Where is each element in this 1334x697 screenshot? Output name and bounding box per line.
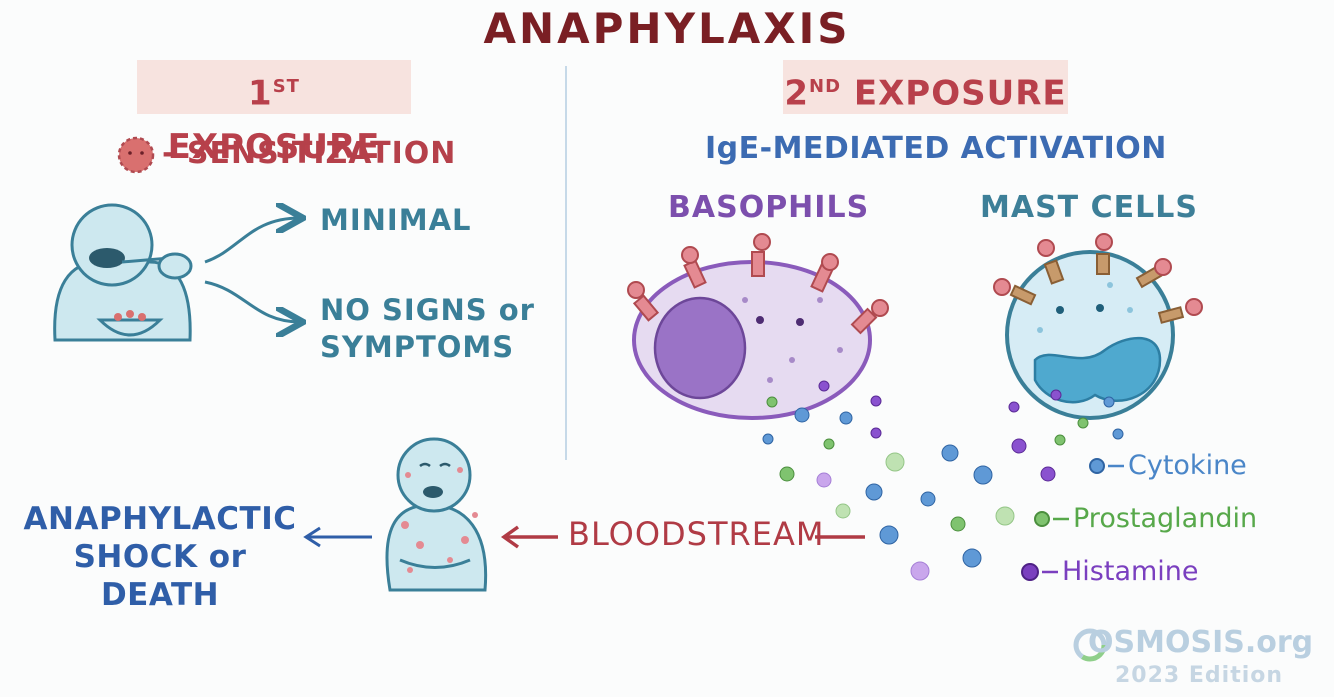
histamine-marker <box>1022 564 1038 580</box>
outcome-arrow <box>306 528 372 546</box>
basophil-cell <box>634 262 870 418</box>
sick-person-icon <box>387 439 486 590</box>
sensitization-label: - SENSITIZATION <box>162 136 456 171</box>
shock-line-2: SHOCK or DEATH <box>10 538 310 614</box>
edition-label: 2023 Edition <box>1115 663 1283 688</box>
second-exposure-label: 2ND EXPOSURE <box>783 60 1068 114</box>
second-exposure-suffix: ND <box>809 76 841 97</box>
bloodstream-arrow <box>504 527 558 547</box>
shock-line-1: ANAPHYLACTIC <box>10 500 310 538</box>
allergen-icon <box>119 138 153 172</box>
legend-cytokine: Cytokine <box>1128 450 1247 481</box>
arrow-to-no-symptoms <box>205 282 300 322</box>
no-symptoms-line-1: NO SIGNS or <box>320 292 535 329</box>
basophils-label: BASOPHILS <box>668 190 869 225</box>
legend-histamine: Histamine <box>1062 556 1199 587</box>
minimal-label: MINIMAL <box>320 202 472 239</box>
ige-mediated-label: IgE-MEDIATED ACTIVATION <box>705 131 1167 166</box>
bloodstream-label: BLOODSTREAM <box>568 515 824 553</box>
section-divider <box>565 66 567 460</box>
prostaglandin-marker <box>1035 512 1049 526</box>
legend-prostaglandin: Prostaglandin <box>1073 503 1257 534</box>
second-exposure-number: 2 <box>784 73 809 113</box>
arrow-to-minimal <box>205 218 300 262</box>
person-eating-icon <box>55 205 191 340</box>
first-exposure-label: 1ST EXPOSURE <box>137 60 411 114</box>
page-title: ANAPHYLAXIS <box>0 4 1334 53</box>
no-symptoms-line-2: SYMPTOMS <box>320 329 535 366</box>
first-exposure-number: 1 <box>248 73 273 113</box>
mast-cells-label: MAST CELLS <box>980 190 1198 225</box>
first-exposure-suffix: ST <box>273 76 300 97</box>
cytokine-marker <box>1090 459 1104 473</box>
anaphylactic-shock-label: ANAPHYLACTIC SHOCK or DEATH <box>10 500 310 614</box>
osmosis-logo-text: OSMOSIS.org <box>1088 625 1313 660</box>
second-exposure-word: EXPOSURE <box>841 73 1067 113</box>
no-symptoms-label: NO SIGNS or SYMPTOMS <box>320 292 535 366</box>
